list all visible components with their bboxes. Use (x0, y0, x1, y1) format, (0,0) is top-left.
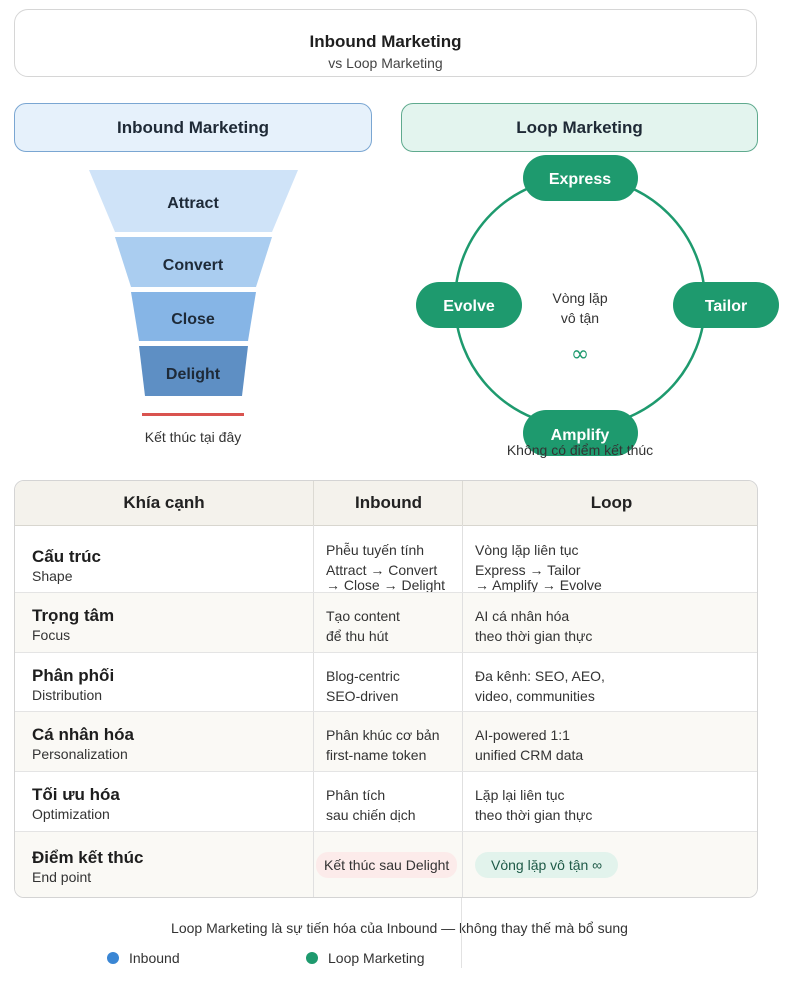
header-aspect: Khía cạnh (123, 493, 205, 512)
row-title: Trọng tâm (32, 606, 115, 625)
funnel-label-convert: Convert (163, 257, 224, 274)
row-title: Điểm kết thúc (32, 848, 144, 867)
table-row: Trọng tâm Focus Tạo content để thu hút A… (15, 592, 757, 653)
loop-node-label-evolve: Evolve (443, 298, 495, 315)
loop-value: video, communities (475, 688, 595, 704)
table-row: Cá nhân hóa Personalization Phân khúc cơ… (15, 711, 757, 772)
row-title: Tối ưu hóa (32, 785, 120, 804)
funnel-label-delight: Delight (166, 366, 221, 383)
loop-node-evolve[interactable] (416, 282, 522, 328)
legend-label-inbound: Inbound (129, 950, 180, 966)
page-subtitle: vs Loop Marketing (328, 55, 443, 71)
loop-node-tailor[interactable] (673, 282, 779, 328)
loop-heading: Loop Marketing (401, 103, 758, 152)
legend-label-loop: Loop Marketing (328, 950, 425, 966)
table-row: Điểm kết thúc End point Kết thúc sau Del… (15, 831, 757, 897)
legend-item-loop: Loop Marketing (306, 950, 425, 966)
loop-end-badge: Vòng lặp vô tận ∞ (475, 852, 619, 878)
legend-item-inbound: Inbound (107, 950, 180, 966)
row-subtitle: End point (32, 869, 92, 885)
inbound-value: Phân khúc cơ bản (326, 727, 440, 743)
funnel-end-line (142, 413, 244, 416)
table-row: Cấu trúc Shape Phễu tuyến tính Attract →… (15, 525, 757, 592)
funnel-end-label: Kết thúc tại đây (144, 429, 242, 445)
inbound-value: Attract → Convert (326, 562, 438, 578)
loop-value: Lặp lại liên tục (475, 787, 565, 803)
row-subtitle: Optimization (32, 806, 110, 822)
loop-node-label-express: Express (549, 171, 611, 188)
inbound-end-badge: Kết thúc sau Delight (316, 852, 458, 878)
loop-node-label-tailor: Tailor (705, 298, 747, 315)
loop-dot-icon (306, 952, 318, 964)
inbound-value: để thu hút (326, 628, 389, 644)
loop-center-line2: vô tận (561, 310, 599, 326)
comparison-table: Khía cạnh Inbound Loop Cấu trúc Shape Ph… (14, 480, 758, 898)
row-title: Phân phối (32, 666, 115, 685)
inbound-dot-icon (107, 952, 119, 964)
inbound-value: Blog-centric (326, 668, 400, 684)
row-subtitle: Focus (32, 627, 71, 643)
row-title: Cá nhân hóa (32, 725, 135, 744)
loop-value: theo thời gian thực (475, 628, 593, 644)
inbound-value: first-name token (326, 747, 427, 763)
footer-note: Loop Marketing là sự tiến hóa của Inboun… (171, 920, 628, 936)
loop-no-end-label: Không có điểm kết thúc (507, 442, 653, 458)
loop-value: Express → Tailor (475, 562, 581, 578)
inbound-value: → Close → Delight (326, 577, 446, 593)
row-subtitle: Shape (32, 568, 73, 584)
loop-value: unified CRM data (475, 747, 584, 763)
loop-node-amplify[interactable] (523, 410, 638, 456)
funnel-stage-convert (115, 237, 272, 287)
header-loop: Loop (462, 481, 757, 525)
infinity-icon: ∞ (571, 342, 589, 367)
column-divider (461, 898, 462, 968)
row-subtitle: Distribution (32, 687, 103, 703)
loop-value: theo thời gian thực (475, 807, 593, 823)
funnel-stage-delight (139, 346, 248, 396)
loop-node-label-amplify: Amplify (551, 427, 610, 444)
inbound-heading: Inbound Marketing (14, 103, 372, 152)
table-row: Phân phối Distribution Blog-centric SEO-… (15, 652, 757, 712)
header-inbound: Inbound (313, 481, 463, 525)
inbound-value: sau chiến dịch (326, 807, 416, 823)
loop-value: → Amplify → Evolve (475, 577, 602, 593)
loop-center-line1: Vòng lặp (552, 290, 607, 306)
loop-diagram: Express Tailor Amplify Evolve Vòng lặp v… (416, 155, 779, 458)
loop-node-express[interactable] (523, 155, 638, 201)
funnel-stage-attract (89, 170, 298, 232)
inbound-value: Phễu tuyến tính (326, 542, 425, 558)
inbound-value: SEO-driven (326, 688, 399, 704)
loop-value: Đa kênh: SEO, AEO, (475, 668, 605, 684)
loop-value: AI-powered 1:1 (475, 727, 570, 743)
inbound-funnel: Attract Convert Close Delight (89, 170, 298, 396)
inbound-value: Phân tích (326, 787, 386, 803)
funnel-label-attract: Attract (167, 195, 219, 212)
page-title: Inbound Marketing (309, 32, 462, 51)
funnel-stage-close (131, 292, 256, 341)
inbound-value: Tạo content (326, 608, 400, 624)
loop-value: AI cá nhân hóa (475, 608, 570, 624)
funnel-label-close: Close (171, 311, 215, 328)
row-subtitle: Personalization (32, 746, 128, 762)
table-row: Tối ưu hóa Optimization Phân tích sau ch… (15, 771, 757, 832)
loop-value: Vòng lặp liên tục (475, 542, 579, 558)
table-header: Khía cạnh Inbound Loop (15, 481, 757, 526)
title-card: Inbound Marketing vs Loop Marketing (14, 9, 757, 77)
row-title: Cấu trúc (32, 547, 101, 566)
